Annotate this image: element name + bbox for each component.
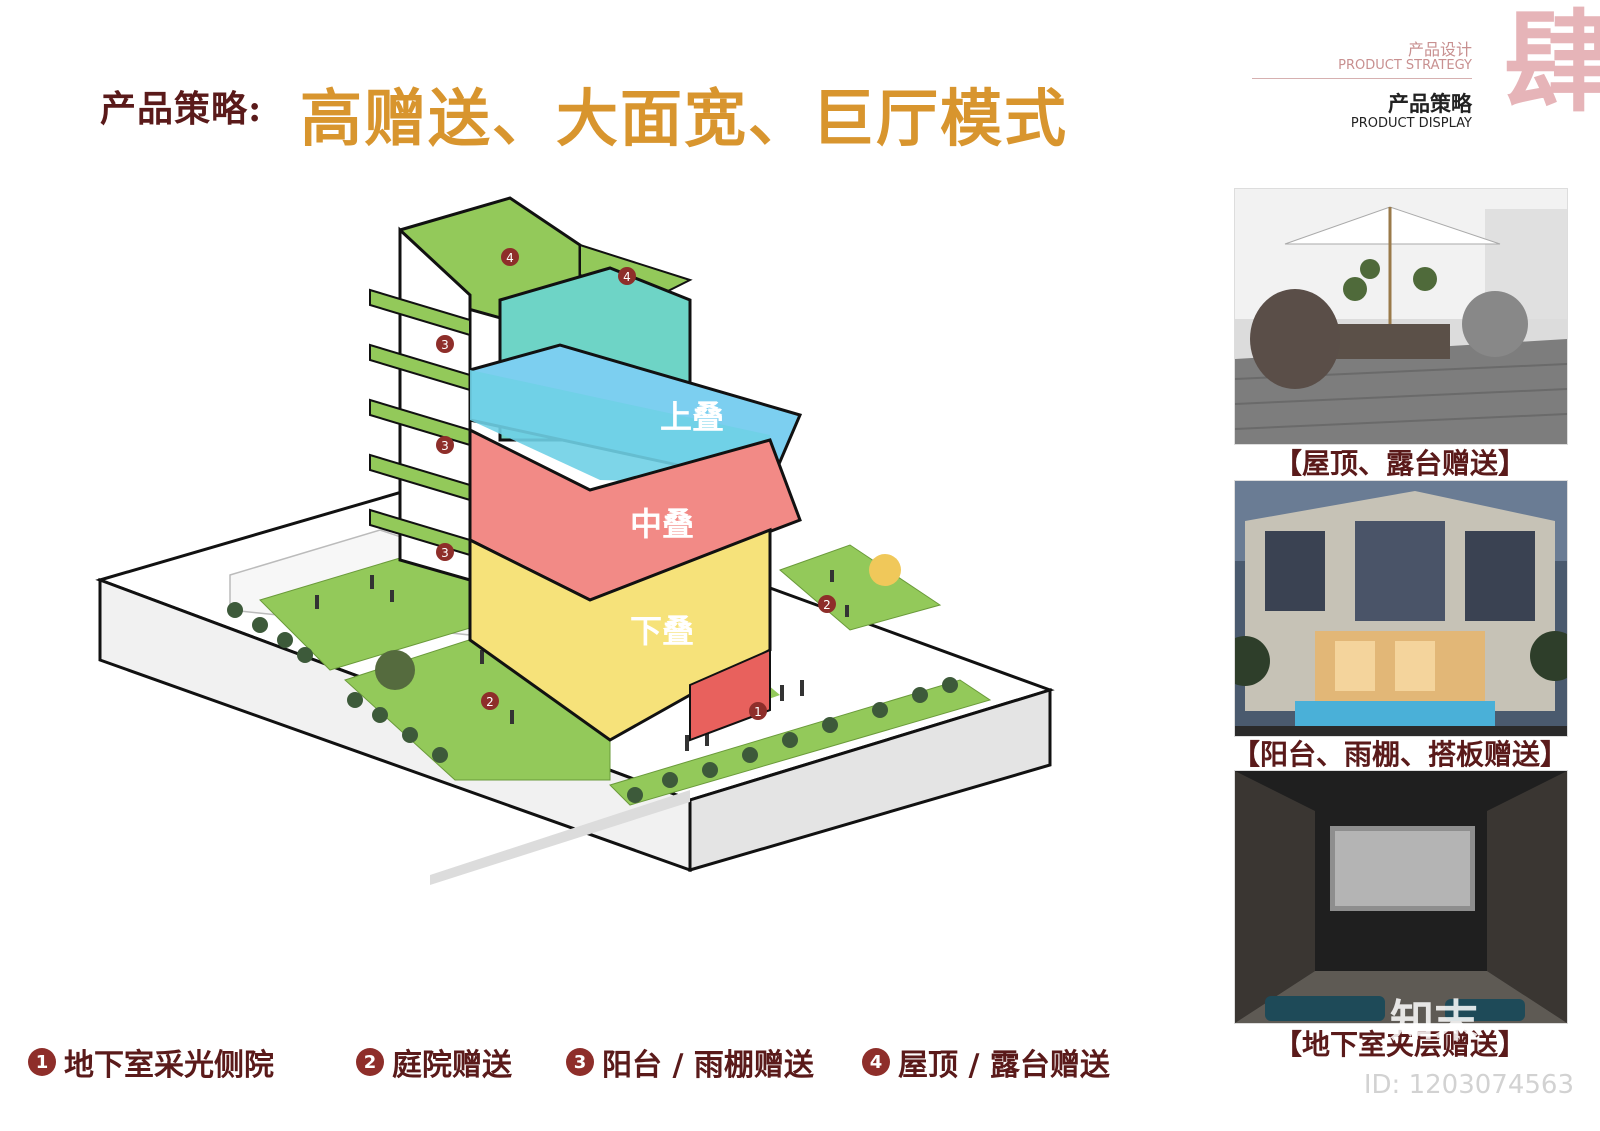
legend-label: 庭院赠送	[392, 1048, 512, 1083]
title-prefix: 产品策略:	[100, 88, 263, 130]
villa-exterior-photo	[1234, 480, 1568, 737]
stacked-volumes	[468, 266, 803, 742]
legend-label: 屋顶 / 露台赠送	[898, 1048, 1110, 1083]
decorative-calligraphy: 肆	[1504, 0, 1600, 127]
svg-text:2: 2	[486, 695, 494, 709]
svg-text:1: 1	[754, 705, 762, 719]
svg-text:3: 3	[441, 546, 449, 560]
photo-caption-balcony: 【阳台、雨棚、搭板赠送】	[1231, 738, 1568, 771]
svg-text:4: 4	[506, 251, 514, 265]
legend-item-1: 1 地下室采光侧院	[28, 1040, 274, 1084]
section-label-cn: 产品设计	[1407, 40, 1472, 59]
svg-text:3: 3	[441, 338, 449, 352]
layer-label-upper: 上叠	[660, 398, 724, 436]
legend-number: 3	[566, 1048, 594, 1076]
photo-caption-basement: 【地下室夹层赠送】	[1273, 1028, 1526, 1061]
section-label-en: PRODUCT STRATEGY	[1338, 58, 1472, 73]
marker-1: 1	[749, 702, 767, 720]
trees	[227, 554, 958, 803]
legend-number: 2	[356, 1048, 384, 1076]
layer-label-middle: 中叠	[630, 505, 694, 543]
legend-label: 地下室采光侧院	[64, 1048, 274, 1083]
people-silhouettes	[315, 570, 849, 751]
marker-4: 4	[501, 248, 519, 266]
legend-item-4: 4 屋顶 / 露台赠送	[862, 1040, 1110, 1084]
legend-label: 阳台 / 雨棚赠送	[602, 1048, 814, 1083]
marker-4: 4	[618, 267, 636, 285]
marker-3: 3	[436, 543, 454, 561]
marker-3: 3	[436, 436, 454, 454]
svg-text:4: 4	[623, 270, 631, 284]
legend-number: 1	[28, 1048, 56, 1076]
legend-number: 4	[862, 1048, 890, 1076]
home-cinema-photo	[1234, 770, 1568, 1024]
layer-label-lower: 下叠	[630, 612, 694, 650]
diagram-markers: 1 2 2 3 3 3 4 4	[436, 248, 836, 720]
subsection-label-cn: 产品策略	[1388, 91, 1472, 116]
brand-watermark: 知末	[1390, 996, 1478, 1047]
legend-item-3: 3 阳台 / 雨棚赠送	[566, 1040, 814, 1084]
header-divider	[1252, 78, 1472, 79]
photo-caption-rooftop: 【屋顶、露台赠送】	[1273, 447, 1526, 480]
marker-3: 3	[436, 335, 454, 353]
page-title: 高赠送、大面宽、巨厅模式	[300, 82, 1069, 155]
svg-text:2: 2	[823, 598, 831, 612]
subsection-label-en: PRODUCT DISPLAY	[1350, 116, 1472, 131]
rooftop-terrace-photo	[1234, 188, 1568, 445]
legend-item-2: 2 庭院赠送	[356, 1040, 512, 1084]
svg-text:3: 3	[441, 439, 449, 453]
building-axonometric-diagram: 上叠 中叠 下叠 1 2 2 3 3 3 4 4	[95, 196, 1055, 885]
marker-2: 2	[481, 692, 499, 710]
marker-2: 2	[818, 595, 836, 613]
image-id-watermark: ID: 1203074563	[1363, 1070, 1574, 1100]
